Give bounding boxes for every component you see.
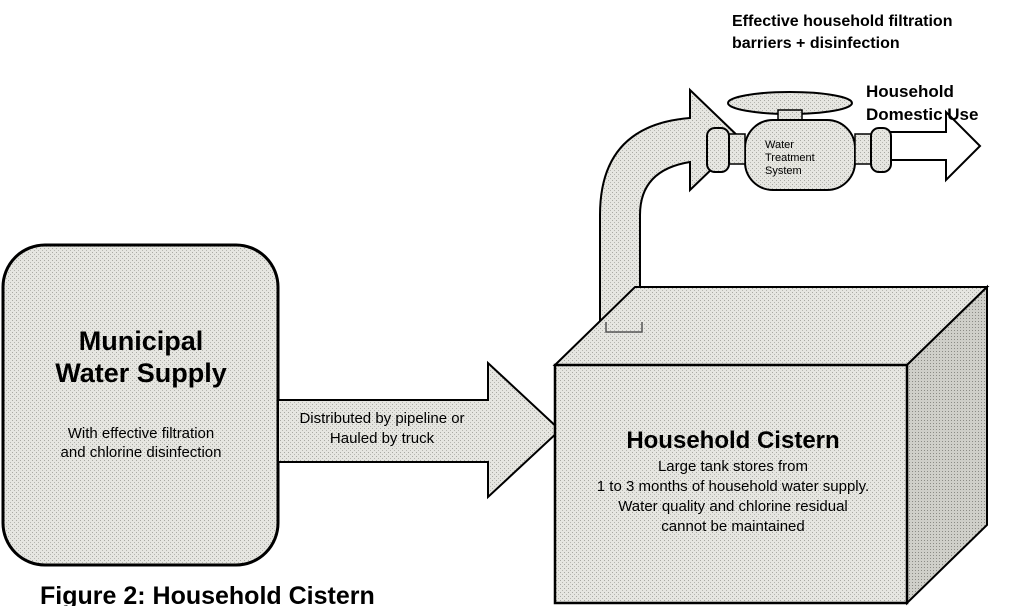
municipal-water-supply-box: Municipal Water Supply With effective fi… [1,243,280,567]
domestic-label-line1: Household [866,82,954,101]
treatment-label-line2: Treatment [765,152,815,164]
water-treatment-system: Water Treatment System [706,91,892,191]
filtration-label-line2: barriers + disinfection [732,35,900,52]
municipal-title-line2: Water Supply [55,358,227,388]
transport-label-line2: Hauled by truck [330,430,435,447]
cistern-title: Household Cistern [626,427,839,454]
filtration-label-line1: Effective household filtration [732,13,952,30]
treatment-label-line1: Water [765,139,794,151]
cistern-line2: 1 to 3 months of household water supply. [597,478,869,495]
transport-arrow: Distributed by pipeline or Hauled by tru… [277,360,562,500]
treatment-label-line3: System [765,165,802,177]
municipal-desc-line1: With effective filtration [68,425,214,442]
transport-label-line1: Distributed by pipeline or [299,410,464,427]
figure-caption: Figure 2: Household Cistern [40,582,375,606]
cistern-line4: cannot be maintained [661,518,804,535]
municipal-title-line1: Municipal [79,326,204,356]
cistern-line3: Water quality and chlorine residual [618,498,848,515]
household-cistern-box: Household Cistern Large tank stores from… [552,284,990,606]
domestic-label-line2: Domestic Use [866,105,978,124]
municipal-desc-line2: and chlorine disinfection [61,444,222,461]
cistern-line1: Large tank stores from [658,458,808,475]
